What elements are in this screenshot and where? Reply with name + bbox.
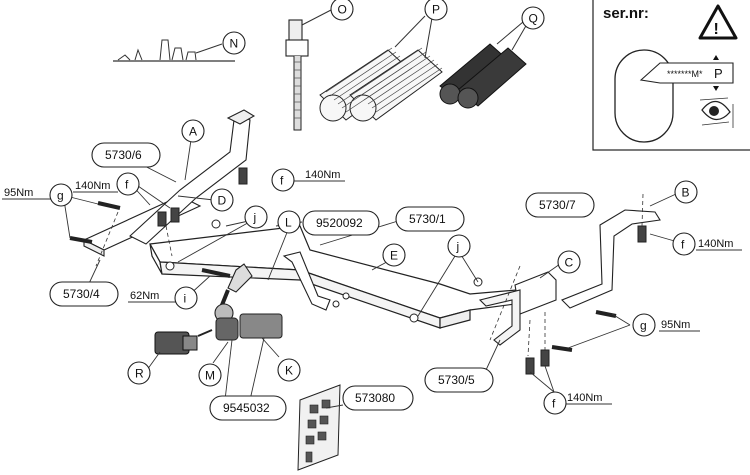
- callout-f-right: f: [672, 232, 696, 256]
- callout-q: Q: [521, 6, 545, 30]
- callout-d: D: [210, 188, 234, 212]
- pill-5730-4: 5730/4: [49, 281, 119, 307]
- callout-c: C: [557, 250, 581, 274]
- pill-5730-1: 5730/1: [395, 206, 465, 232]
- svg-text:5730/5: 5730/5: [438, 373, 475, 387]
- part-o-cable-tie: [285, 19, 309, 131]
- pill-5730-7: 5730/7: [525, 192, 595, 218]
- serial-plate-letter: P: [714, 66, 723, 81]
- callout-f-bottom: f: [543, 391, 567, 415]
- part-p-coil-lines: [325, 47, 443, 113]
- callout-g-right: g: [632, 313, 656, 337]
- part-n-clips: [113, 39, 235, 62]
- svg-text:K: K: [285, 364, 293, 378]
- svg-text:g: g: [57, 189, 64, 203]
- callout-g-left: g: [49, 183, 73, 207]
- callout-f-left: f: [116, 172, 140, 196]
- svg-text:j: j: [253, 211, 257, 225]
- bolts: [69, 167, 647, 375]
- torque-labels: 140Nm 140Nm 95Nm 62Nm 140Nm 95Nm 140Nm: [2, 169, 742, 405]
- svg-text:f: f: [552, 397, 556, 411]
- connector-r: [154, 331, 198, 355]
- warning-triangle-icon: !: [698, 4, 738, 40]
- svg-text:M: M: [205, 369, 215, 383]
- svg-text:5730/6: 5730/6: [105, 148, 142, 162]
- callout-j-mid: j: [447, 234, 471, 258]
- svg-text:D: D: [218, 194, 227, 208]
- svg-text:A: A: [189, 125, 197, 139]
- svg-text:f: f: [681, 238, 685, 252]
- callout-p: P: [424, 0, 448, 21]
- svg-text:B: B: [682, 186, 690, 200]
- callout-b: B: [674, 180, 698, 204]
- leader-lines: [61, 139, 686, 409]
- part-q-sleeves: [439, 43, 527, 109]
- pill-9545032: 9545032: [209, 395, 287, 421]
- callout-f-top: f: [271, 168, 295, 192]
- svg-text:P: P: [432, 3, 440, 17]
- torque-f-bottom: 140Nm: [567, 392, 602, 404]
- pill-5730-6: 5730/6: [91, 142, 161, 168]
- letter-callouts: O P Q N A f f g D j L E j B f C i g K M …: [49, 0, 698, 415]
- right-end-bracket: [478, 271, 557, 346]
- eye-icon: [699, 97, 734, 128]
- svg-text:!: !: [714, 21, 719, 38]
- svg-text:O: O: [338, 3, 347, 17]
- svg-text:573080: 573080: [355, 391, 395, 405]
- svg-text:f: f: [125, 178, 129, 192]
- svg-text:9545032: 9545032: [223, 401, 270, 415]
- svg-text:Q: Q: [529, 12, 538, 26]
- svg-text:R: R: [135, 367, 144, 381]
- torque-i: 62Nm: [130, 290, 159, 302]
- serial-plate: *******M* P: [639, 55, 734, 91]
- electrical-kit-k: [197, 313, 283, 341]
- svg-text:5730/4: 5730/4: [63, 287, 100, 301]
- svg-text:g: g: [640, 319, 647, 333]
- part-p-sleeves: [319, 49, 443, 122]
- inset-title: ser.nr:: [603, 5, 649, 22]
- svg-text:5730/7: 5730/7: [539, 198, 576, 212]
- torque-f-top: 140Nm: [305, 169, 340, 181]
- serial-number-inset: ser.nr: ! *******M* P: [592, 0, 750, 151]
- pill-573080: 573080: [342, 385, 414, 411]
- bolt-kit-card: [297, 384, 341, 471]
- assembly-guide-lines: [95, 193, 644, 357]
- torque-g-right: 95Nm: [661, 319, 690, 331]
- middle-bracket-l: [282, 251, 331, 311]
- svg-text:f: f: [280, 174, 284, 188]
- serial-plate-text: *******M*: [667, 69, 703, 79]
- callout-r: R: [127, 361, 151, 385]
- svg-text:9520092: 9520092: [316, 216, 363, 230]
- callout-l: L: [277, 210, 301, 234]
- pill-9520092: 9520092: [302, 210, 380, 236]
- right-arm-bracket: [561, 209, 661, 309]
- torque-g-left: 95Nm: [4, 187, 33, 199]
- svg-text:E: E: [390, 249, 398, 263]
- svg-text:C: C: [565, 256, 574, 270]
- svg-text:i: i: [184, 292, 187, 306]
- torque-f-right: 140Nm: [698, 238, 733, 250]
- callout-n: N: [222, 31, 246, 55]
- svg-text:L: L: [285, 216, 292, 230]
- callout-i: i: [174, 286, 198, 310]
- torque-f-left: 140Nm: [75, 180, 110, 192]
- callout-o: O: [330, 0, 354, 21]
- callout-m: M: [198, 363, 222, 387]
- pill-5730-5: 5730/5: [424, 367, 494, 393]
- callout-a: A: [181, 119, 205, 143]
- svg-text:5730/1: 5730/1: [409, 212, 446, 226]
- svg-text:j: j: [456, 240, 460, 254]
- callout-e: E: [382, 243, 406, 267]
- callout-k: K: [277, 358, 301, 382]
- svg-text:N: N: [230, 37, 239, 51]
- callout-j-left: j: [244, 205, 268, 229]
- part-number-callouts: 5730/6 9520092 5730/1 5730/7 5730/4 5730…: [49, 142, 595, 421]
